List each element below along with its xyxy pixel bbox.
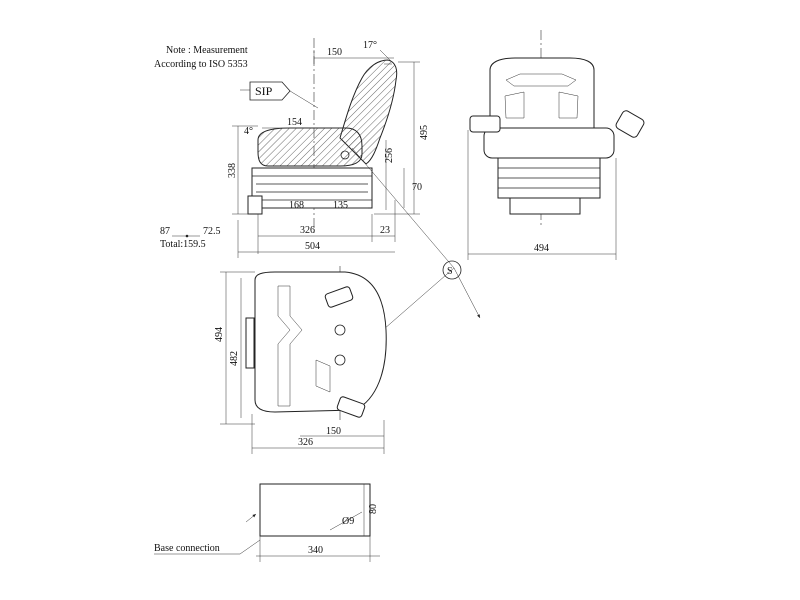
base-plate (259, 483, 371, 537)
front-view: 494 (467, 30, 645, 260)
sip-marker: SIP (240, 81, 319, 109)
side-dim-504: 504 (305, 241, 320, 252)
side-dim-4deg: 4° (244, 126, 253, 137)
base-connection-label: Base connection (154, 543, 220, 554)
side-dim-70: 70 (412, 182, 422, 193)
base-dim-80: 80 (368, 504, 379, 514)
side-dim-17deg: 17° (363, 40, 377, 51)
side-seat-cushion (257, 127, 363, 167)
side-dim-23: 23 (380, 225, 390, 236)
front-seat-cushion (483, 127, 615, 159)
side-dim-495: 495 (419, 125, 430, 140)
total-72-5: 72.5 (203, 226, 221, 237)
top-dim-150: 150 (326, 426, 341, 437)
measurement-note: Note : Measurement According to ISO 5353 (154, 45, 248, 70)
side-dim-326: 326 (300, 225, 315, 236)
note-line-2: According to ISO 5353 (154, 59, 248, 70)
sip-tag-shape (249, 81, 291, 101)
front-right-armrest (615, 110, 645, 138)
side-dim-256: 256 (384, 148, 395, 163)
front-left-armrest (469, 115, 501, 133)
base-connection-view: 80 Ø9 340 Base connection (154, 483, 380, 562)
top-view: 494 482 150 326 (214, 266, 387, 454)
side-dim-338: 338 (227, 163, 238, 178)
sip-label: SIP (255, 84, 273, 98)
total-159-5: Total:159.5 (160, 239, 206, 250)
s-marker-label: S (447, 266, 453, 277)
top-armrest-upper (324, 286, 354, 308)
s-marker-circle (442, 260, 462, 280)
top-dim-494: 494 (214, 327, 225, 342)
side-view: 150 17° 154 4° 338 256 495 70 168 135 32… (227, 38, 430, 258)
top-dim-326: 326 (298, 437, 313, 448)
top-seat-outline (254, 271, 387, 413)
side-dim-168: 168 (289, 200, 304, 211)
side-suspension (251, 167, 373, 209)
note-line-1: Note : Measurement (166, 45, 248, 56)
side-dim-150: 150 (327, 47, 342, 58)
base-dim-340: 340 (308, 545, 323, 556)
front-dim-494: 494 (534, 243, 549, 254)
top-armrest-lower (336, 396, 366, 418)
side-dim-154: 154 (287, 117, 302, 128)
total-87: 87 (160, 226, 170, 237)
total-depth-note: 87 72.5 Total:159.5 (160, 226, 221, 250)
top-dim-482: 482 (229, 351, 240, 366)
front-backrest (489, 57, 595, 129)
base-dim-9: Ø9 (342, 516, 354, 527)
side-dim-135: 135 (333, 200, 348, 211)
